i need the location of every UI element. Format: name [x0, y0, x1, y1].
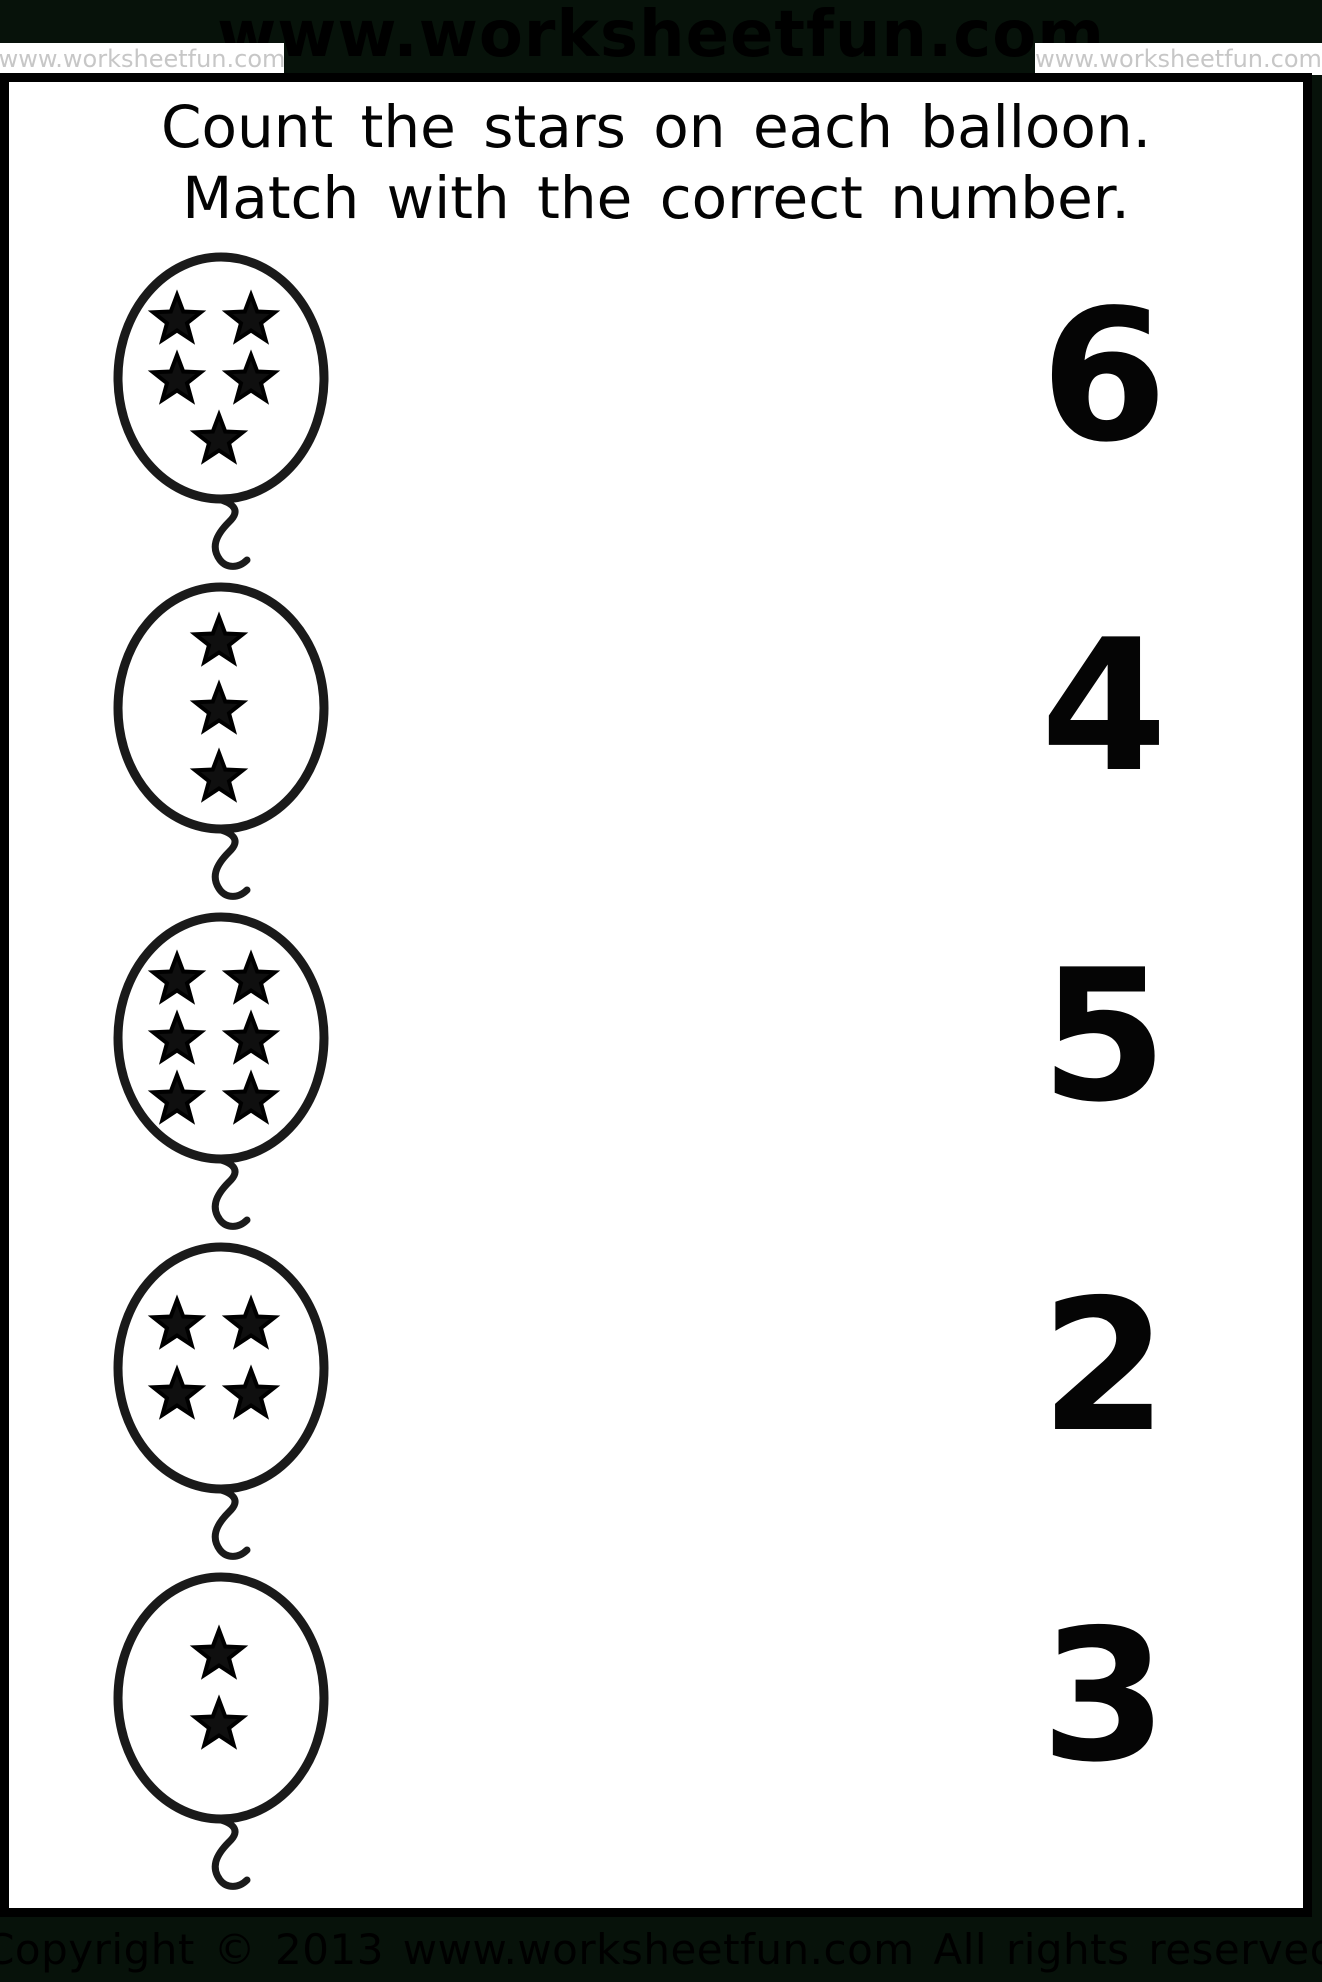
- title-line-1: Count the stars on each balloon.: [160, 93, 1152, 161]
- balloon: [101, 580, 341, 908]
- balloon-graphic: [113, 1572, 329, 1890]
- balloon-string: [209, 1484, 251, 1560]
- star-icon: [221, 349, 281, 405]
- star-icon: [147, 949, 207, 1005]
- star-icon: [221, 1364, 281, 1420]
- worksheet-row: 5: [9, 908, 1303, 1238]
- worksheet-row: 6: [9, 248, 1303, 578]
- star-icon: [221, 1294, 281, 1350]
- star-icon: [189, 1624, 249, 1680]
- balloon-outline: [113, 252, 329, 504]
- matching-rows: 6 4 5 2 3: [9, 248, 1303, 1898]
- star-icon: [147, 1069, 207, 1125]
- balloon-graphic: [113, 1242, 329, 1560]
- corner-watermark-text-left: www.worksheetfun.com: [0, 45, 286, 73]
- match-number: 4: [1040, 600, 1168, 812]
- top-watermark-band: www.worksheetfun.com www.worksheetfun.co…: [0, 0, 1322, 75]
- star-icon: [147, 1294, 207, 1350]
- star-icon: [189, 679, 249, 735]
- match-number: 3: [1040, 1590, 1168, 1802]
- footer-band: Copyright © 2013 www.worksheetfun.com Al…: [0, 1917, 1322, 1982]
- balloon-string: [209, 824, 251, 900]
- balloon-string: [209, 494, 251, 570]
- balloon-graphic: [113, 582, 329, 900]
- corner-watermark-box-right: www.worksheetfun.com: [1035, 43, 1322, 75]
- match-number: 2: [1040, 1260, 1168, 1472]
- star-icon: [221, 949, 281, 1005]
- balloon-string: [209, 1814, 251, 1890]
- corner-watermark-box-left: www.worksheetfun.com: [0, 43, 286, 75]
- star-icon: [147, 1364, 207, 1420]
- star-icon: [221, 289, 281, 345]
- balloon-graphic: [113, 252, 329, 570]
- star-icon: [147, 1009, 207, 1065]
- worksheet-row: 3: [9, 1568, 1303, 1898]
- match-number: 6: [1040, 270, 1168, 482]
- worksheet-title: Count the stars on each balloon. Match w…: [9, 92, 1303, 234]
- balloon-outline: [113, 1572, 329, 1824]
- title-line-2: Match with the correct number.: [182, 164, 1130, 232]
- copyright-text: Copyright © 2013 www.worksheetfun.com Al…: [0, 1925, 1322, 1974]
- balloon: [101, 910, 341, 1238]
- worksheet-row: 2: [9, 1238, 1303, 1568]
- balloon-outline: [113, 1242, 329, 1494]
- balloon: [101, 1240, 341, 1568]
- worksheet-sheet: Count the stars on each balloon. Match w…: [0, 73, 1312, 1917]
- balloon-graphic: [113, 912, 329, 1230]
- star-icon: [221, 1009, 281, 1065]
- balloon: [101, 250, 341, 578]
- star-icon: [221, 1069, 281, 1125]
- star-icon: [189, 747, 249, 803]
- worksheet-row: 4: [9, 578, 1303, 908]
- star-icon: [189, 409, 249, 465]
- balloon-outline: [113, 912, 329, 1164]
- star-icon: [147, 289, 207, 345]
- corner-watermark-text-right: www.worksheetfun.com: [1035, 45, 1322, 73]
- star-icon: [147, 349, 207, 405]
- balloon-string: [209, 1154, 251, 1230]
- large-watermark-text: www.worksheetfun.com: [217, 0, 1105, 72]
- star-icon: [189, 1694, 249, 1750]
- balloon: [101, 1570, 341, 1898]
- match-number: 5: [1040, 930, 1168, 1142]
- star-icon: [189, 611, 249, 667]
